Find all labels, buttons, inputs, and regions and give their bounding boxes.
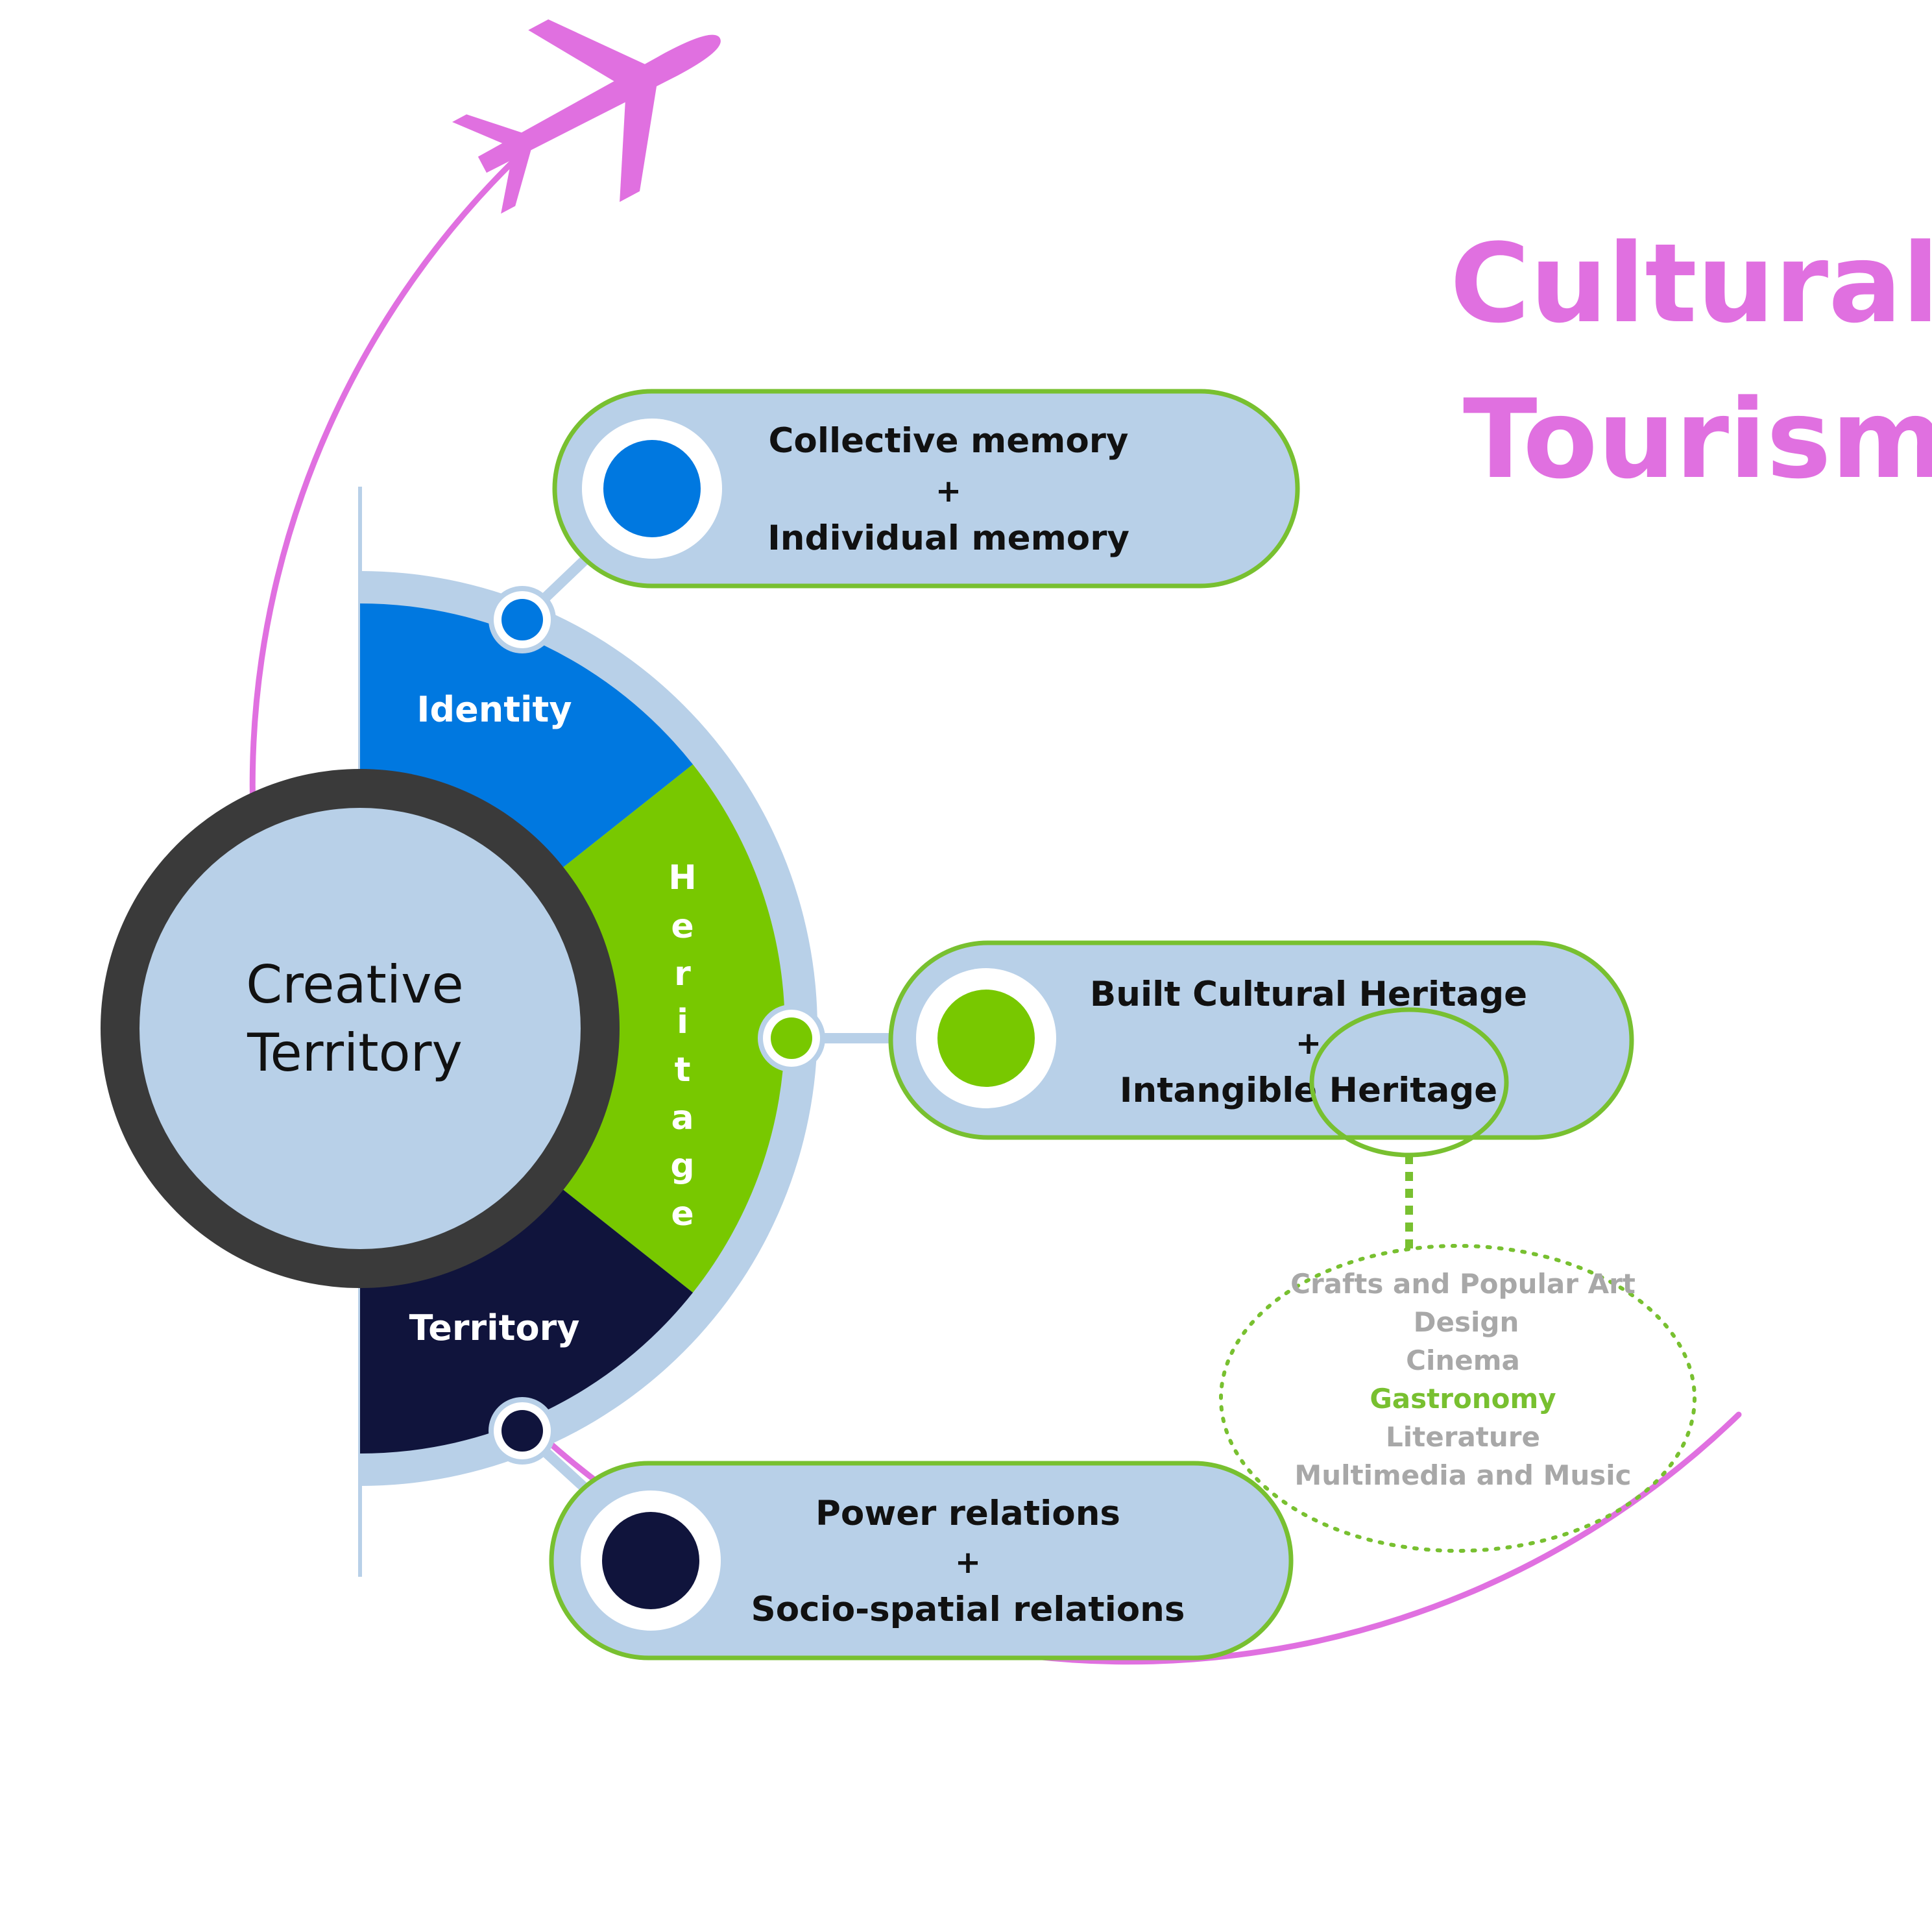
title-line2: Tourism bbox=[1463, 376, 1932, 503]
memory-line1: Collective memory bbox=[769, 421, 1129, 461]
memory-box bbox=[552, 389, 1300, 589]
memory-line2: Individual memory bbox=[767, 518, 1129, 558]
relations-box bbox=[549, 1461, 1294, 1660]
heritage-letter: a bbox=[671, 1099, 694, 1137]
intangible-list: Crafts and Popular Art Design Cinema Gas… bbox=[1290, 1268, 1636, 1491]
intangible-item-highlighted: Gastronomy bbox=[1370, 1383, 1556, 1415]
heritage-letter: i bbox=[677, 1003, 688, 1041]
territory-label: Territory bbox=[409, 1308, 580, 1348]
center-title-line1: Creative bbox=[246, 955, 463, 1015]
heritage-box bbox=[888, 940, 1634, 1140]
heritage-letter: t bbox=[675, 1051, 691, 1089]
heritage-letter: H bbox=[668, 858, 697, 897]
identity-label: Identity bbox=[417, 689, 572, 730]
center-title-line2: Territory bbox=[247, 1023, 463, 1083]
heritage-vertical-label: H e r i t a g e bbox=[668, 858, 697, 1234]
memory-plus: + bbox=[936, 473, 961, 509]
heritage-letter: e bbox=[671, 1195, 694, 1234]
intangible-list-ellipse bbox=[1219, 1244, 1697, 1553]
intangible-item: Crafts and Popular Art bbox=[1290, 1268, 1636, 1300]
intangible-item: Cinema bbox=[1406, 1344, 1520, 1376]
heritage-box-dot bbox=[937, 990, 1035, 1087]
territory-node-dot bbox=[501, 1410, 543, 1452]
heritage-line2: Intangible Heritage bbox=[1120, 1071, 1497, 1110]
heritage-node-dot bbox=[771, 1017, 812, 1059]
identity-node-dot bbox=[501, 599, 543, 640]
intangible-item: Multimedia and Music bbox=[1294, 1459, 1631, 1491]
heritage-line1: Built Cultural Heritage bbox=[1090, 975, 1527, 1014]
relations-line1: Power relations bbox=[815, 1494, 1120, 1533]
airplane-icon bbox=[452, 19, 721, 214]
memory-box-dot bbox=[603, 440, 701, 537]
intangible-item: Design bbox=[1414, 1306, 1519, 1338]
heritage-letter: g bbox=[670, 1147, 694, 1186]
relations-line2: Socio-spatial relations bbox=[751, 1590, 1185, 1629]
relations-plus: + bbox=[955, 1544, 981, 1581]
intangible-item: Literature bbox=[1386, 1421, 1540, 1453]
relations-box-dot bbox=[602, 1512, 699, 1609]
heritage-letter: r bbox=[674, 955, 691, 993]
heritage-letter: e bbox=[671, 907, 694, 946]
center-circle bbox=[139, 808, 581, 1249]
title-line1: Cultural bbox=[1450, 220, 1932, 347]
